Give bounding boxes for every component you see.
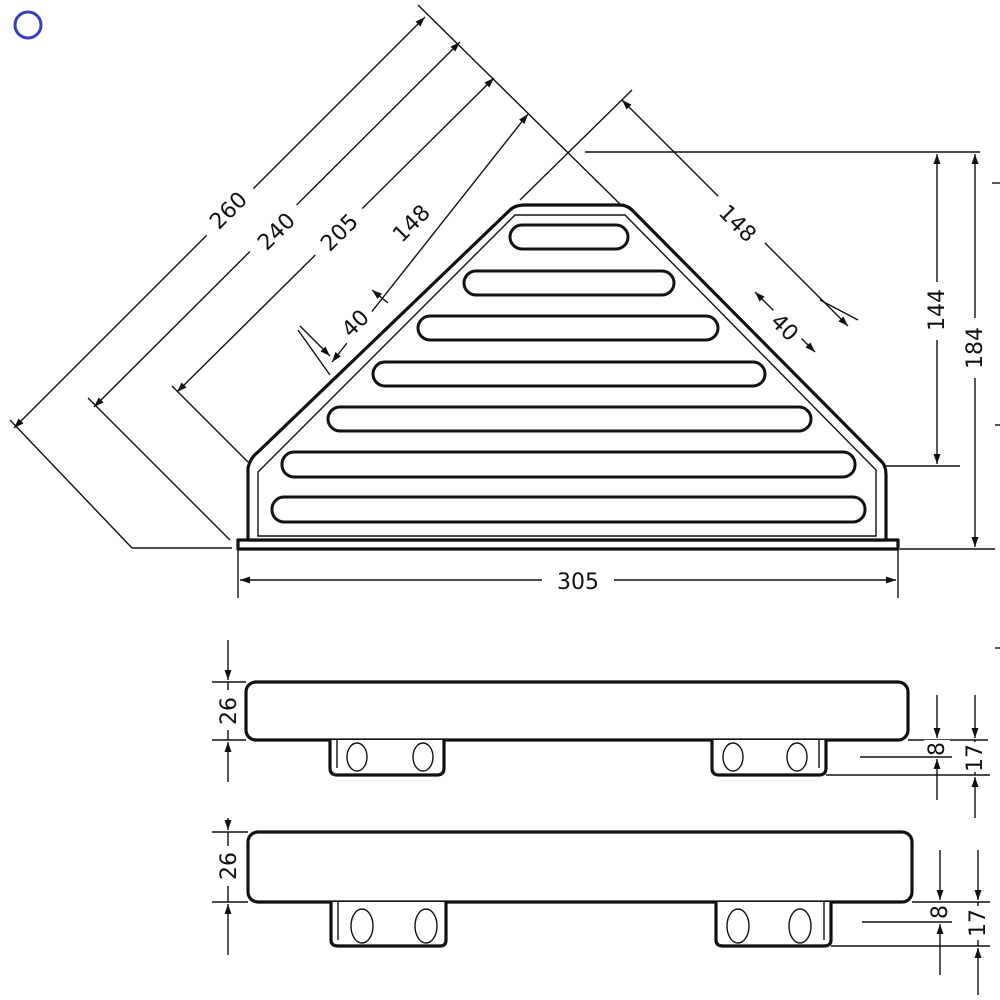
drain-slot (371, 360, 767, 388)
dim-label-184: 184 (963, 327, 988, 369)
side-view-2-body (246, 830, 914, 904)
side-view-2: 26 8 17 (212, 818, 992, 995)
screw-icon (346, 742, 368, 772)
top-view: 260 240 205 148 40 148 40 144 (9, 4, 1000, 598)
screw-icon (414, 908, 438, 944)
side-1-foot-label: 8 (925, 742, 950, 756)
circle-marker-icon (13, 10, 43, 40)
screw-icon (786, 742, 808, 772)
drain-slot (416, 314, 720, 342)
screw-icon (726, 908, 750, 944)
side-view-2-bracket-left (329, 902, 448, 948)
dim-line-40-left-b (371, 289, 389, 304)
side-1-total-label: 17 (963, 744, 988, 772)
side-view-2-bracket-right (714, 902, 833, 948)
drain-slot (508, 223, 630, 251)
side-view-1: 26 8 17 (212, 640, 1000, 818)
screw-icon (722, 742, 744, 772)
drain-slot (270, 495, 867, 524)
side-2-foot-label: 8 (928, 905, 953, 919)
screw-icon (350, 908, 374, 944)
dim-label-144: 144 (925, 289, 950, 331)
screw-icon (412, 742, 434, 772)
side-view-1-body (244, 680, 910, 742)
drain-slot (462, 269, 676, 297)
dim-label-305: 305 (557, 570, 599, 595)
side-2-height-label: 26 (217, 852, 242, 880)
side-1-height-label: 26 (217, 697, 242, 725)
drain-slot (280, 450, 857, 479)
dim-line-40-left (299, 325, 331, 357)
drain-slot (326, 405, 813, 433)
side-2-total-label: 17 (966, 909, 991, 937)
screw-icon (788, 908, 812, 944)
